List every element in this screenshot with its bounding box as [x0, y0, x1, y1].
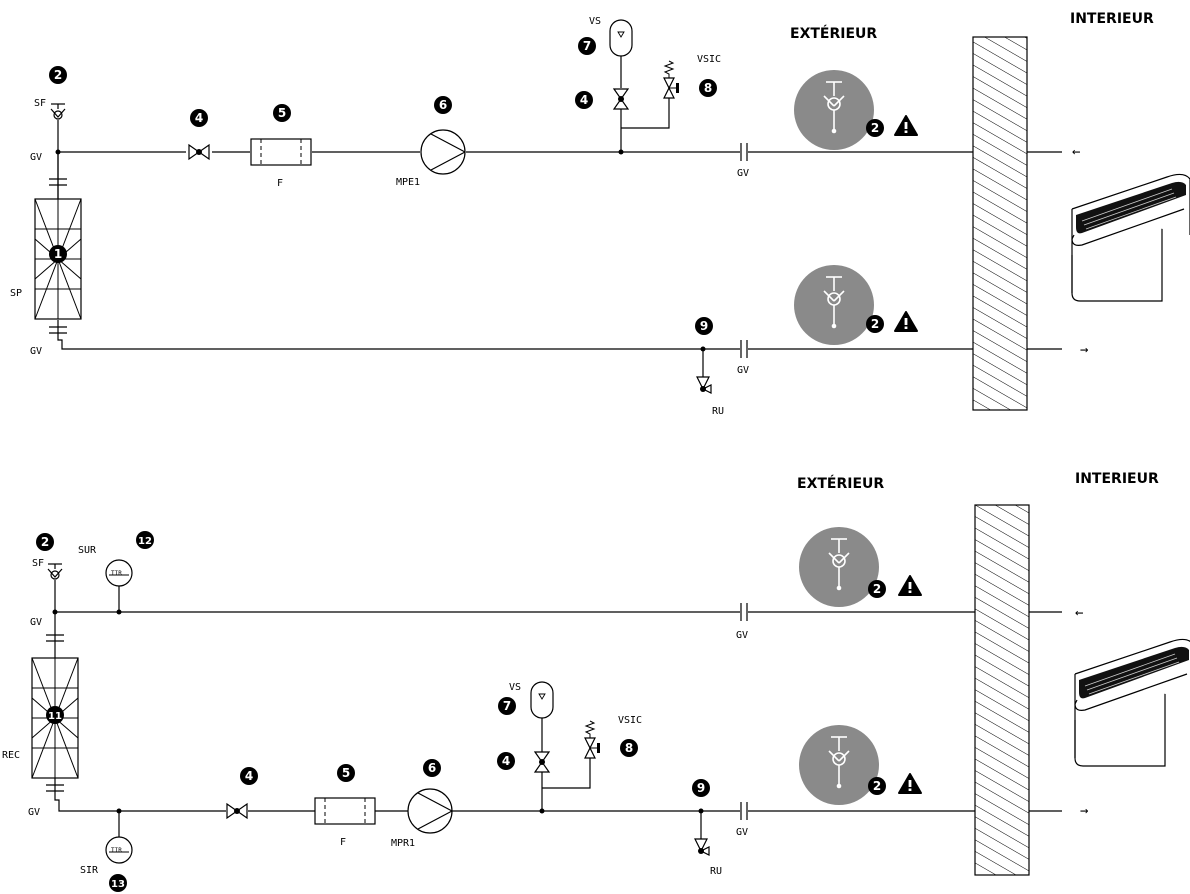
filter-icon	[250, 138, 312, 166]
union-icon	[740, 602, 748, 622]
diagram-bottom: EXTÉRIEUR INTERIEUR SF 2 GV TIR SUR 12 1…	[2, 471, 1190, 892]
filter-icon	[314, 797, 376, 825]
marker-6: 6	[439, 98, 447, 112]
label-ru-bottom: RU	[710, 866, 722, 877]
warning-icon	[898, 773, 922, 794]
label-mpe1: MPE1	[396, 177, 420, 188]
marker-7-b: 7	[503, 699, 511, 713]
gate-valve-icon	[226, 803, 248, 819]
union-icon	[740, 801, 748, 821]
wall-hatch-bottom	[974, 504, 1030, 876]
arrow-right-bottom: →	[1080, 803, 1088, 819]
header-interieur-bottom: INTERIEUR	[1075, 471, 1159, 487]
marker-2: 2	[54, 68, 62, 82]
marker-8: 8	[704, 81, 712, 95]
gate-valve-icon	[613, 88, 629, 110]
pump-icon	[407, 788, 453, 834]
marker-9-b: 9	[697, 781, 705, 795]
label-mpr1: MPR1	[391, 838, 415, 849]
drain-valve-icon	[696, 348, 712, 394]
air-vent-valve-icon	[793, 69, 875, 151]
marker-4c: 4	[502, 754, 510, 768]
label-gv-b2: GV	[28, 807, 40, 818]
label-rec: REC	[2, 750, 20, 761]
marker-12: 12	[138, 536, 152, 547]
header-interieur-top: INTERIEUR	[1070, 11, 1154, 27]
marker-7: 7	[583, 39, 591, 53]
fill-valve-icon	[47, 563, 63, 580]
label-sir: SIR	[80, 865, 99, 876]
air-vent-valve-icon	[793, 264, 875, 346]
marker-4: 4	[195, 111, 203, 125]
gate-valve-icon	[534, 751, 550, 773]
label-sf: SF	[34, 98, 46, 109]
arrow-right-top: →	[1080, 342, 1088, 358]
marker-2-b: 2	[41, 535, 49, 549]
header-exterieur-bottom: EXTÉRIEUR	[797, 475, 884, 492]
label-f-bottom: F	[340, 837, 346, 848]
expansion-vessel-icon	[609, 19, 633, 57]
label-sf-b: SF	[32, 558, 44, 569]
label-sur: SUR	[78, 545, 97, 556]
arrow-left-top: ←	[1072, 144, 1080, 160]
marker-11: 11	[48, 711, 62, 722]
label-gv-b3: GV	[736, 630, 748, 641]
marker-4b: 4	[580, 93, 588, 107]
gate-valve-icon	[188, 144, 210, 160]
label-gv-2: GV	[30, 346, 42, 357]
fan-coil-unit-icon	[1071, 173, 1190, 302]
marker-8-b: 8	[625, 741, 633, 755]
label-f-top: F	[277, 178, 283, 189]
label-ru-top: RU	[712, 406, 724, 417]
warning-icon	[894, 115, 918, 136]
expansion-vessel-icon	[530, 681, 554, 719]
label-tir-2: TIR	[111, 847, 122, 854]
fan-coil-unit-icon	[1074, 638, 1190, 767]
wall-hatch-top	[972, 36, 1028, 411]
marker-5-b: 5	[342, 766, 350, 780]
label-gv-1: GV	[30, 152, 42, 163]
marker-2c: 2	[871, 121, 879, 135]
marker-2e: 2	[873, 582, 881, 596]
label-vsic-top: VSIC	[697, 54, 721, 65]
label-vs-top: VS	[589, 16, 601, 27]
header-exterieur-top: EXTÉRIEUR	[790, 25, 877, 42]
drain-valve-icon	[694, 810, 710, 856]
safety-valve-icon	[584, 720, 601, 759]
label-gv-b1: GV	[30, 617, 42, 628]
marker-2f: 2	[873, 779, 881, 793]
union-icon	[740, 339, 748, 359]
label-gv-3: GV	[737, 168, 749, 179]
warning-icon	[898, 575, 922, 596]
marker-1: 1	[54, 247, 62, 261]
fill-valve-icon	[50, 103, 66, 120]
pump-icon	[420, 129, 466, 175]
marker-9: 9	[700, 319, 708, 333]
air-vent-valve-icon	[798, 526, 880, 608]
union-icon	[740, 142, 748, 162]
label-gv-4: GV	[737, 365, 749, 376]
marker-2d: 2	[871, 317, 879, 331]
arrow-left-bottom: ←	[1075, 605, 1083, 621]
marker-4-b: 4	[245, 769, 253, 783]
label-tir-1: TIR	[111, 570, 122, 577]
marker-5: 5	[278, 106, 286, 120]
label-vsic-bottom: VSIC	[618, 715, 642, 726]
diagram-top: EXTÉRIEUR INTERIEUR SF 2 GV 1 SP GV 4	[10, 11, 1190, 417]
air-vent-valve-icon	[798, 724, 880, 806]
pipe-return-bottom	[54, 778, 1062, 812]
marker-13: 13	[111, 879, 125, 890]
label-sp: SP	[10, 288, 22, 299]
safety-valve-icon	[663, 60, 680, 99]
warning-icon	[894, 311, 918, 332]
marker-6-b: 6	[428, 761, 436, 775]
label-vs-bottom: VS	[509, 682, 521, 693]
label-gv-b4: GV	[736, 827, 748, 838]
